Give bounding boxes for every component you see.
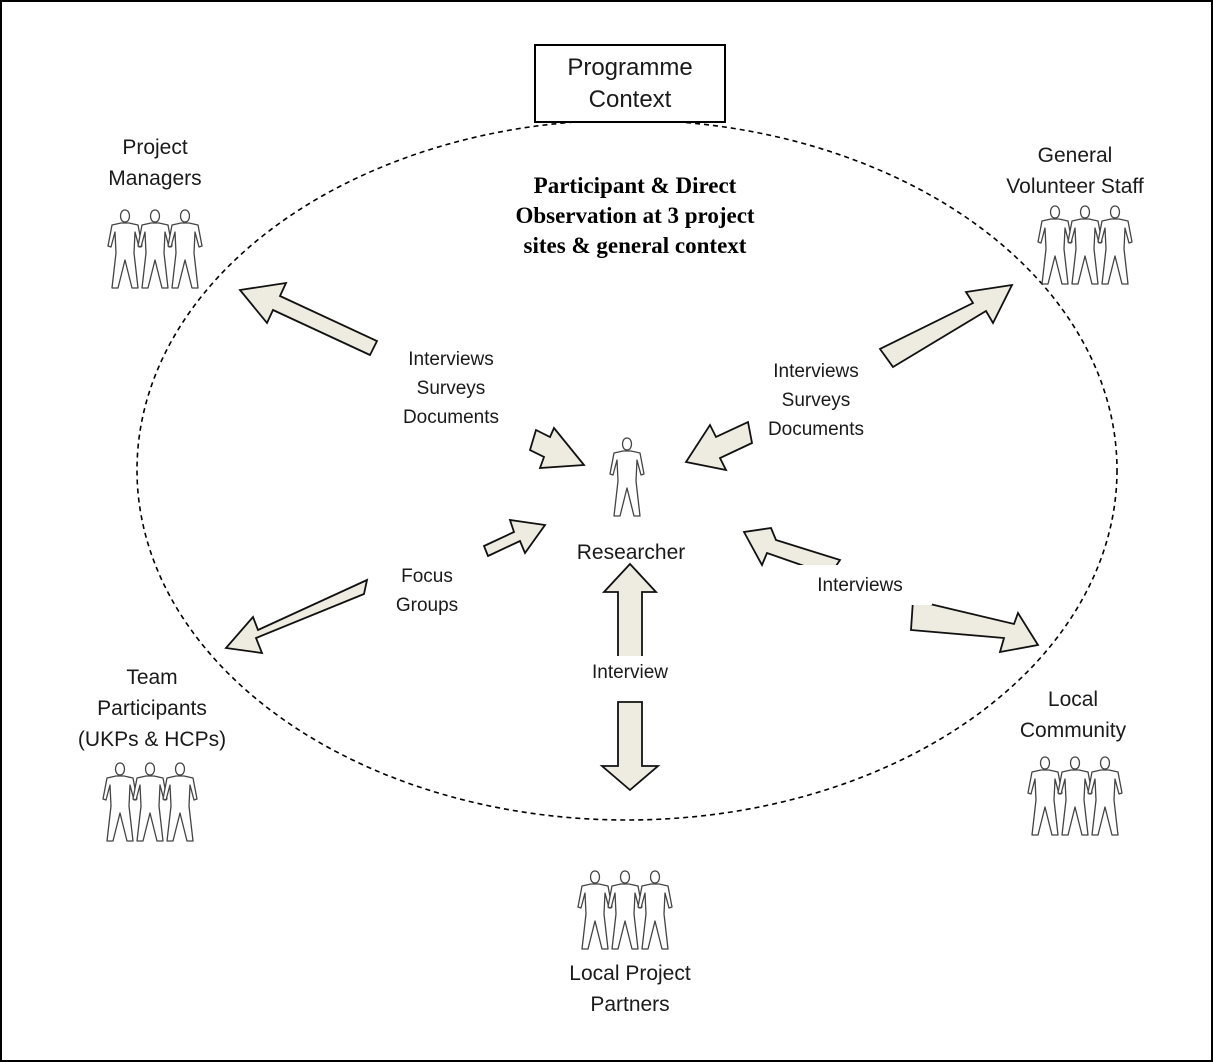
observation-heading-line3: sites & general context: [524, 233, 747, 258]
arrow-to-project-managers: [238, 281, 379, 357]
team-participants-label-line1: Team: [126, 666, 177, 689]
managers-method-line3: Documents: [403, 407, 499, 428]
managers-method-line1: Interviews: [408, 349, 494, 370]
interview-partners-backdrop: [578, 656, 682, 696]
arrow-up-from-partners: [601, 562, 659, 661]
participants-method-line1: Focus: [401, 566, 453, 587]
volunteers-method-line1: Interviews: [773, 361, 859, 382]
researcher-figure-icon: [609, 437, 645, 517]
arrow-from-volunteer-staff: [684, 420, 754, 472]
local-community-people-icon: [1028, 757, 1122, 835]
local-partners-label-line1: Local Project: [569, 962, 691, 985]
participants-method-line2: Groups: [396, 595, 458, 616]
project-managers-label-line2: Managers: [108, 167, 201, 190]
arrow-to-local-community: [910, 598, 1040, 654]
local-community-label-line2: Community: [1020, 719, 1127, 742]
community-method-line1: Interviews: [817, 575, 903, 596]
local-partners-people-icon: [578, 871, 672, 949]
team-participants-label-line2: Participants: [97, 697, 207, 720]
researcher-label: Researcher: [577, 541, 686, 564]
project-managers-label-line1: Project: [122, 136, 188, 159]
interviews-community-backdrop: [798, 565, 932, 605]
arrow-down-to-partners: [599, 701, 661, 792]
volunteer-staff-people-icon: [1038, 206, 1132, 284]
volunteers-method-line3: Documents: [768, 419, 864, 440]
local-partners-label-line2: Partners: [590, 993, 669, 1016]
partners-method-line1: Interview: [592, 662, 668, 683]
arrow-to-team-participants: [224, 578, 369, 655]
observation-heading-line1: Participant & Direct: [534, 173, 737, 198]
arrow-to-volunteer-staff: [878, 283, 1014, 369]
volunteer-staff-label-line2: Volunteer Staff: [1006, 175, 1144, 198]
managers-method-line2: Surveys: [417, 378, 486, 399]
arrow-from-project-managers: [528, 426, 586, 469]
programme-context-label-line1: Programme: [567, 54, 692, 81]
programme-context-box: [534, 44, 726, 123]
project-managers-people-icon: [108, 210, 202, 288]
team-participants-label-line3: (UKPs & HCPs): [78, 728, 226, 751]
team-participants-people-icon: [103, 763, 197, 841]
volunteers-method-line2: Surveys: [782, 390, 851, 411]
arrow-from-team-participants: [482, 518, 547, 558]
local-community-label-line1: Local: [1048, 688, 1098, 711]
volunteer-staff-label-line1: General: [1038, 144, 1113, 167]
programme-context-label-line2: Context: [589, 86, 672, 113]
observation-heading-line2: Observation at 3 project: [515, 203, 754, 228]
